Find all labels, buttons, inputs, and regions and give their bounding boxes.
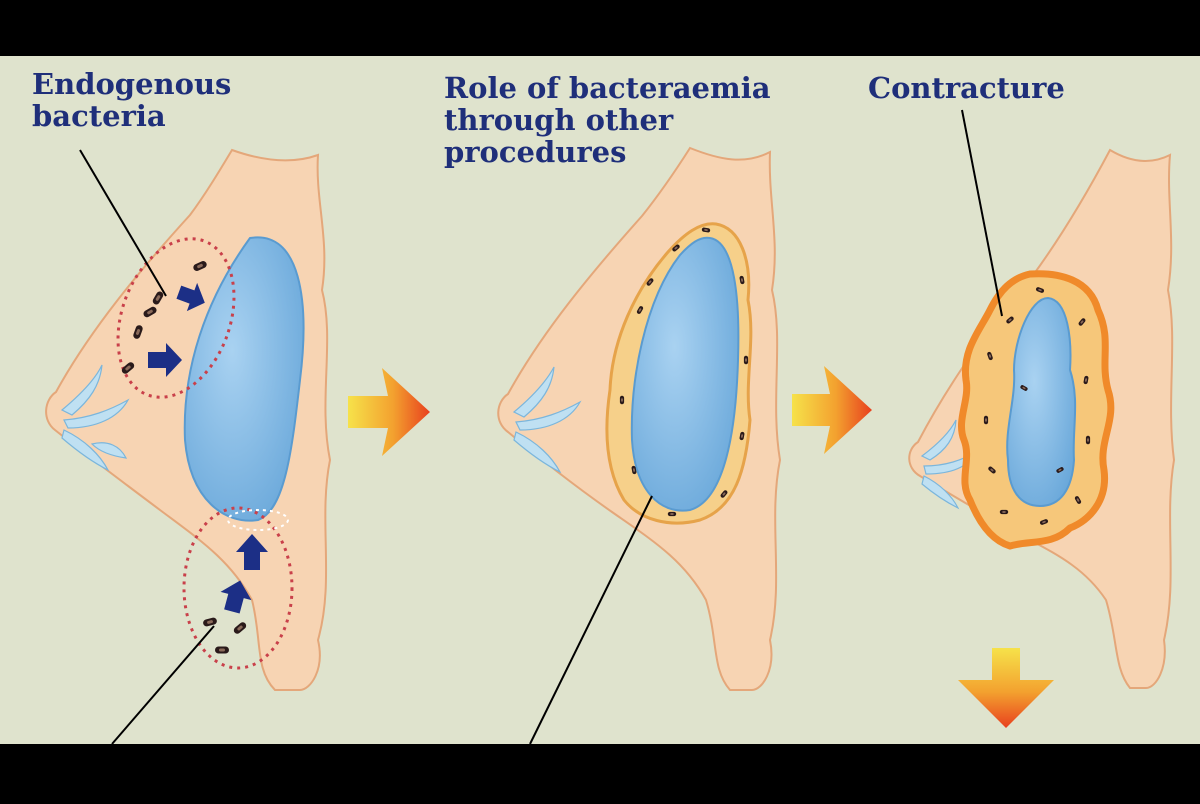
dotted-entry-zone-lower [182, 506, 294, 670]
label-contracture: Contracture [868, 72, 1065, 104]
label-line: Role of bacteraemia [444, 71, 771, 105]
top-letterbox-bar [0, 0, 1200, 56]
dotted-entry-zone-upper [116, 237, 236, 399]
pointer-line-bacteraemia [529, 495, 653, 745]
panel-contracture [908, 109, 1176, 689]
label-line: Endogenous [32, 67, 232, 101]
implant-3 [1006, 296, 1077, 508]
label-line: Contracture [868, 71, 1065, 105]
milk-ducts-3 [920, 419, 978, 510]
dotted-implant-tip [227, 509, 289, 531]
panel-bacteraemia [497, 146, 782, 745]
implant-2 [630, 236, 740, 512]
bacteria-entry-arrow [148, 343, 182, 377]
progress-arrow-down [958, 648, 1054, 728]
panel-endogenous-bacteria [45, 148, 332, 745]
bacteria-entry-arrow [236, 534, 268, 570]
progress-arrow-right-1 [348, 368, 430, 456]
bacteria-entry-arrow [220, 580, 252, 614]
label-role-of-bacteraemia: Role of bacteraemia through other proced… [444, 72, 771, 168]
bacteria-entry-arrows [148, 282, 268, 614]
progress-arrow-right-2 [792, 366, 872, 454]
milk-ducts-2 [512, 366, 582, 474]
label-line: bacteria [32, 99, 166, 133]
implant-1 [183, 236, 305, 522]
label-line: procedures [444, 135, 627, 169]
label-line: through other [444, 103, 674, 137]
bacteria-entry-arrow [176, 282, 205, 312]
bottom-letterbox-bar [0, 744, 1200, 800]
pointer-line-lower [111, 625, 215, 745]
pointer-line-endogenous [79, 149, 167, 297]
label-endogenous-bacteria: Endogenous bacteria [32, 68, 231, 132]
milk-ducts-1 [60, 364, 130, 472]
pointer-line-contracture [961, 109, 1003, 317]
